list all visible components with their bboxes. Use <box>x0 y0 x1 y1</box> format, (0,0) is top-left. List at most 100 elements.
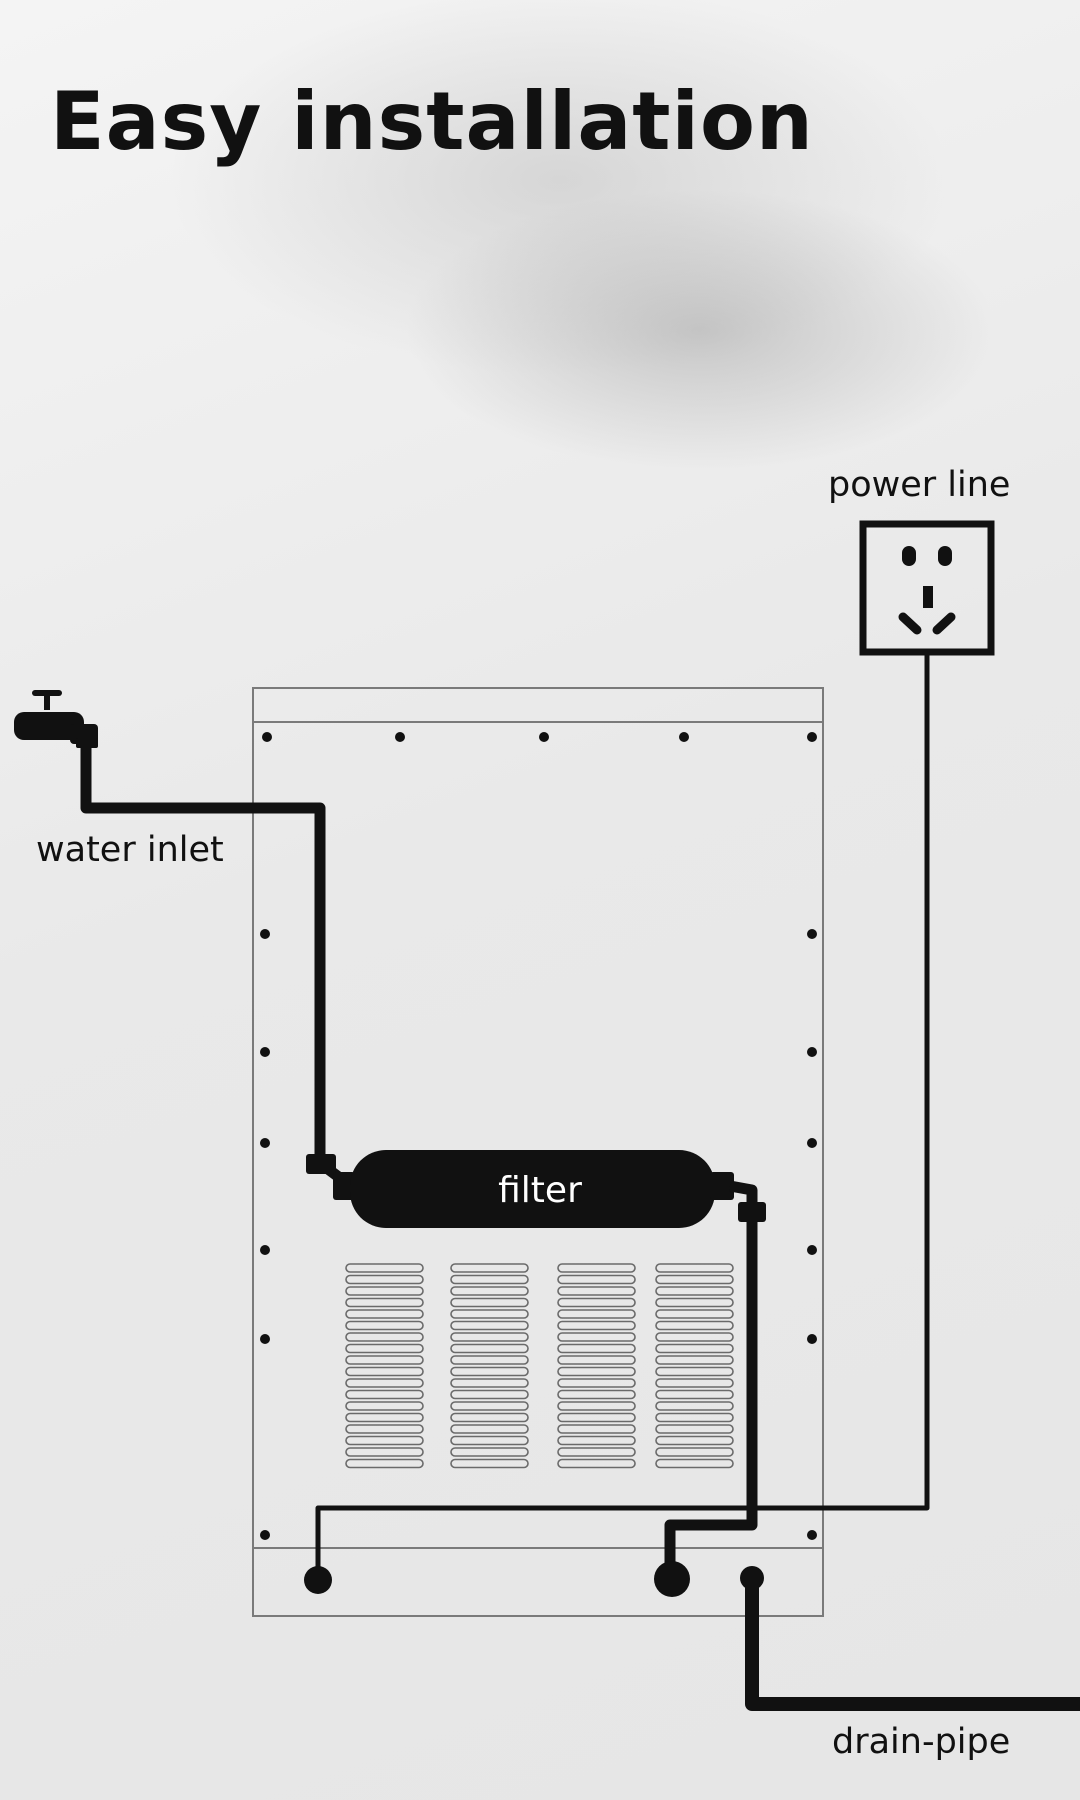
screw-dot <box>260 1047 270 1057</box>
vent-slot <box>345 1458 424 1469</box>
vent-slot <box>655 1447 734 1457</box>
cabinet <box>252 687 824 1617</box>
vent-slot <box>345 1412 424 1423</box>
vent-slot <box>450 1424 529 1434</box>
vent-slot <box>450 1366 529 1377</box>
filter-label: filter <box>498 1170 582 1211</box>
vent-slot <box>557 1297 636 1308</box>
inlet-connector <box>306 1154 336 1174</box>
filter-left-connector <box>333 1172 355 1200</box>
screw-dot <box>807 732 817 742</box>
faucet-icon <box>14 690 98 748</box>
vent-slot <box>345 1401 424 1411</box>
vent-slot <box>450 1447 529 1457</box>
vent-slot <box>450 1343 529 1354</box>
vent-slot <box>655 1263 734 1273</box>
vent-slot <box>450 1355 529 1365</box>
vent-slot <box>345 1424 424 1434</box>
vent-slot <box>655 1366 734 1377</box>
vent-slot <box>345 1297 424 1308</box>
vent-slot <box>557 1401 636 1411</box>
screw-dot <box>807 1047 817 1057</box>
vent-slot <box>557 1435 636 1446</box>
screw-dot <box>807 1245 817 1255</box>
vent-slot <box>450 1297 529 1308</box>
vent-slot <box>557 1424 636 1434</box>
screw-dot <box>260 929 270 939</box>
power-socket-icon <box>859 520 995 656</box>
vent-slot <box>450 1378 529 1388</box>
power-line-label: power line <box>828 465 1011 505</box>
vent-slot <box>450 1401 529 1411</box>
screw-dot <box>260 1245 270 1255</box>
page-title: Easy installation <box>50 75 814 168</box>
vent-slot <box>345 1378 424 1388</box>
filter-body <box>350 1150 715 1228</box>
vent-slot <box>557 1274 636 1285</box>
screw-dot <box>679 732 689 742</box>
vent-slot <box>345 1343 424 1354</box>
vent-slot <box>557 1389 636 1400</box>
water-inlet-pipe <box>80 745 344 1183</box>
vent-slot <box>655 1458 734 1469</box>
cabinet-outline <box>252 687 824 1617</box>
vent-slot <box>450 1309 529 1319</box>
vent-slot <box>557 1378 636 1388</box>
vent-slot <box>557 1343 636 1354</box>
vent-slot <box>655 1320 734 1331</box>
vent-slot <box>345 1447 424 1457</box>
vent-slot <box>557 1366 636 1377</box>
vent-slot <box>557 1412 636 1423</box>
vent-slot <box>655 1297 734 1308</box>
screw-dot <box>807 1334 817 1344</box>
screw-dot <box>260 1334 270 1344</box>
filter: filter <box>350 1150 715 1228</box>
screw-dot <box>539 732 549 742</box>
vent-slot <box>450 1412 529 1423</box>
outlet-connector <box>738 1202 766 1222</box>
vent-slot <box>345 1309 424 1319</box>
vent-slot <box>345 1332 424 1342</box>
power-cable <box>315 652 930 1578</box>
vent-slot <box>557 1320 636 1331</box>
vent-slot <box>345 1263 424 1273</box>
filter-right-connector <box>710 1172 734 1200</box>
vent-slot <box>557 1286 636 1296</box>
vent-slot <box>557 1309 636 1319</box>
vent-slot <box>655 1412 734 1423</box>
vent-slot <box>450 1320 529 1331</box>
vent-slot <box>345 1286 424 1296</box>
vent-slot <box>655 1424 734 1434</box>
vent-slot <box>557 1355 636 1365</box>
screw-dot <box>807 929 817 939</box>
vent-slot <box>450 1389 529 1400</box>
vent-slot <box>655 1274 734 1285</box>
screw-dot <box>395 732 405 742</box>
vent-slot <box>557 1458 636 1469</box>
vent-slot <box>557 1447 636 1457</box>
drain-pipe <box>745 1578 1080 1711</box>
vent-slot <box>557 1263 636 1273</box>
power-plug-port <box>304 1566 332 1594</box>
vent-slot <box>557 1332 636 1342</box>
vent-slot <box>655 1378 734 1388</box>
water-outlet-port <box>654 1561 690 1597</box>
vent-slot <box>655 1332 734 1342</box>
vent-slot <box>655 1286 734 1296</box>
drain-pipe-label: drain-pipe <box>832 1722 1011 1762</box>
screw-dot <box>260 1138 270 1148</box>
filter-outlet-pipe <box>664 1180 758 1575</box>
vent-slot <box>655 1309 734 1319</box>
vent-slot <box>345 1366 424 1377</box>
cabinet-screws <box>260 732 817 1540</box>
vent-slot <box>450 1263 529 1273</box>
vent-slot <box>655 1343 734 1354</box>
vent-slot <box>655 1355 734 1365</box>
vent-slot <box>345 1435 424 1446</box>
vent-slot <box>450 1332 529 1342</box>
screw-dot <box>807 1138 817 1148</box>
vent-slot <box>655 1389 734 1400</box>
vent-slot <box>450 1286 529 1296</box>
vent-slot <box>450 1458 529 1469</box>
